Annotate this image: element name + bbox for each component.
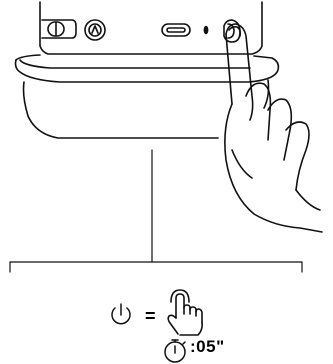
equals-operator: = xyxy=(145,306,156,326)
ear-cup xyxy=(14,1,280,139)
control-strip xyxy=(39,1,263,55)
power-icon xyxy=(111,303,131,325)
controls xyxy=(41,19,241,43)
slider-switch xyxy=(41,19,77,39)
cushion-ring-inner xyxy=(19,59,251,69)
usb-c-port xyxy=(161,23,191,37)
callout-bracket xyxy=(9,149,303,273)
finger-tap-icon xyxy=(167,289,203,336)
cushion-ring xyxy=(14,55,280,83)
status-led xyxy=(203,25,209,35)
mode-button xyxy=(84,19,106,41)
hand xyxy=(224,23,323,233)
stopwatch-icon xyxy=(164,339,186,363)
hold-duration-label: :05" xyxy=(190,337,225,356)
cup-body xyxy=(22,81,219,139)
